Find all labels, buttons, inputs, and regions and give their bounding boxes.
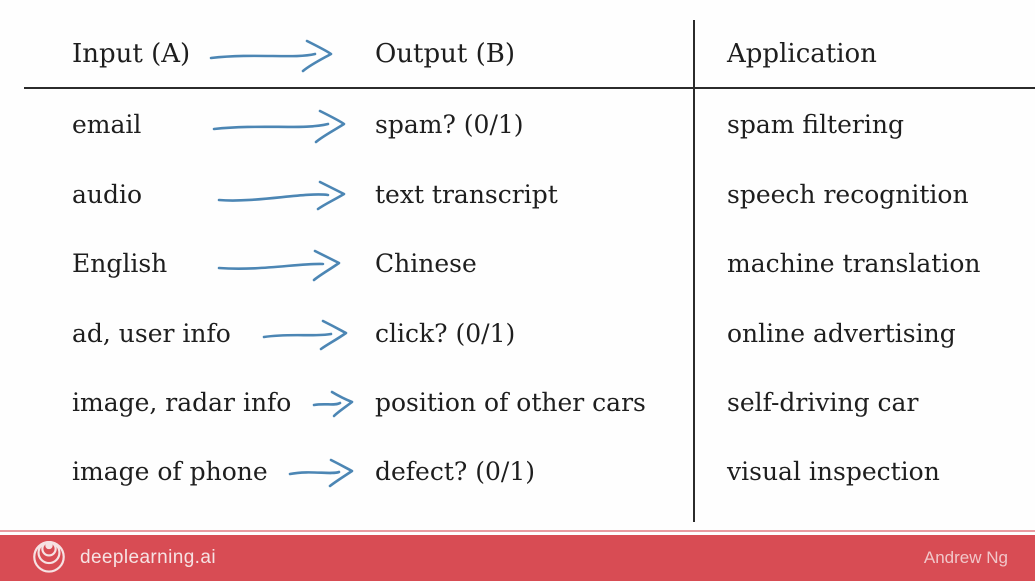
output-value: click? (0/1)	[375, 318, 516, 348]
cell-output: click? (0/1)	[375, 319, 693, 348]
output-value: defect? (0/1)	[375, 456, 535, 486]
table-row: ad, user info click? (0/1) online advert…	[0, 309, 1035, 357]
cell-input: audio	[0, 174, 375, 214]
arrow-right-icon	[217, 180, 346, 211]
application-value: self-driving car	[727, 387, 919, 417]
author-name: Andrew Ng	[923, 548, 1008, 567]
table-row: image of phone defect? (0/1) visual insp…	[0, 447, 1035, 495]
application-value: speech recognition	[727, 179, 969, 209]
cell-application: online advertising	[693, 319, 1035, 348]
cell-application: spam filtering	[693, 110, 1035, 139]
table-header-row: Input (A) Output (B) Application	[0, 30, 1035, 78]
cell-output: text transcript	[375, 180, 693, 209]
arrow-right-icon	[209, 39, 333, 73]
header-application-label: Application	[727, 39, 877, 69]
table-row: English Chinese machine translation	[0, 239, 1035, 287]
arrow-right-icon	[212, 109, 346, 144]
cell-application: machine translation	[693, 249, 1035, 278]
cell-output: Chinese	[375, 249, 693, 278]
header-cell-output: Output (B)	[375, 39, 693, 69]
arrow-right-icon	[312, 390, 354, 418]
header-rule	[24, 87, 1035, 89]
input-value: English	[72, 248, 168, 278]
arrow-right-icon	[217, 249, 341, 282]
arrow-right-icon	[288, 458, 354, 488]
header-input-label: Input (A)	[72, 39, 191, 69]
application-value: online advertising	[727, 318, 956, 348]
header-output-label: Output (B)	[375, 39, 516, 69]
application-value: spam filtering	[727, 109, 904, 139]
table-row: audio text transcript speech recognition	[0, 170, 1035, 218]
output-value: position of other cars	[375, 387, 646, 417]
cell-application: speech recognition	[693, 180, 1035, 209]
application-value: machine translation	[727, 248, 981, 278]
brand: deeplearning.ai	[30, 539, 216, 577]
input-value: email	[72, 109, 142, 139]
input-value: audio	[72, 179, 143, 209]
table-row: image, radar info position of other cars…	[0, 378, 1035, 426]
output-value: Chinese	[375, 248, 477, 278]
cell-application: visual inspection	[693, 457, 1035, 486]
input-value: image, radar info	[72, 387, 292, 417]
input-value: ad, user info	[72, 318, 231, 348]
header-cell-input: Input (A)	[0, 34, 375, 74]
brand-name: deeplearning.ai	[80, 547, 216, 568]
column-divider	[693, 20, 695, 522]
cell-application: self-driving car	[693, 388, 1035, 417]
table-row: email spam? (0/1) spam filtering	[0, 100, 1035, 148]
output-value: text transcript	[375, 179, 558, 209]
cell-input: ad, user info	[0, 313, 375, 353]
output-value: spam? (0/1)	[375, 109, 524, 139]
cell-input: English	[0, 243, 375, 283]
input-value: image of phone	[72, 456, 268, 486]
cell-output: position of other cars	[375, 388, 693, 417]
cell-output: defect? (0/1)	[375, 457, 693, 486]
cell-input: image, radar info	[0, 382, 375, 422]
cell-input: image of phone	[0, 451, 375, 491]
header-cell-application: Application	[693, 39, 1035, 69]
arrow-right-icon	[262, 319, 348, 351]
deeplearning-logo-icon	[33, 541, 65, 573]
footer-bar: deeplearning.ai Andrew Ng	[0, 535, 1035, 581]
cell-output: spam? (0/1)	[375, 110, 693, 139]
application-value: visual inspection	[727, 456, 940, 486]
footer-accent-line	[0, 530, 1035, 532]
cell-input: email	[0, 104, 375, 144]
